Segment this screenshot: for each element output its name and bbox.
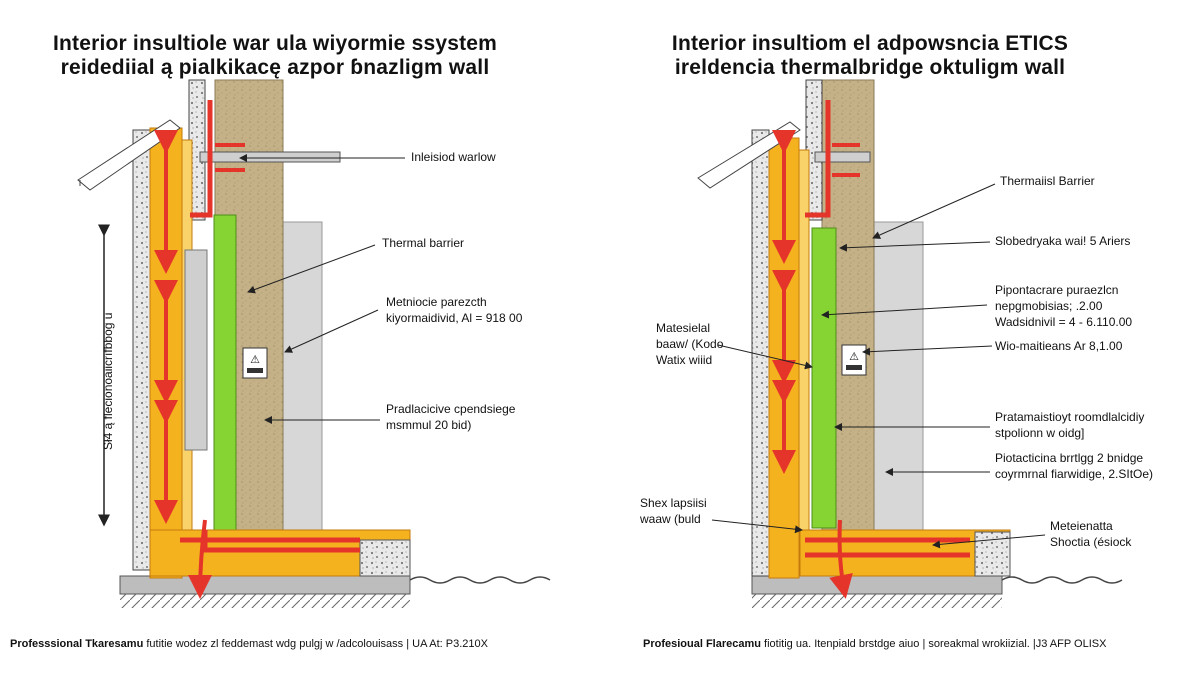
- right-outer-wall: [751, 129, 770, 577]
- left-ground-hatch: [120, 594, 410, 608]
- left-title-line-1: Interior insultiole war ula wiyormie ssy…: [52, 32, 498, 55]
- left-footer-text: futitie wodez zl feddemast wdg pulgj w /…: [143, 638, 488, 650]
- right-symbol-sign: ⚠: [841, 344, 867, 376]
- left-diagram-title: Interior insultiole war ula wiyormie ssy…: [40, 32, 510, 80]
- right-callout-shear-a: Shex lapsiisi: [640, 496, 707, 510]
- right-title-line-2: ireldencia thermalbridge oktuligm wall: [674, 56, 1066, 79]
- right-callout-material-c: Wadsidnivil = 4 - 6.110.00: [995, 315, 1132, 329]
- left-callout-thermal-barrier: Thermal barrier: [382, 236, 464, 250]
- right-ground-hatch: [752, 594, 1002, 608]
- left-symbol-sign: ⚠: [242, 347, 268, 379]
- right-callout-left-a: Matesielal: [656, 321, 710, 335]
- right-wall-section: ⚠ Thermaiisl Barrier Slobedryaka wai! 5 …: [639, 79, 1153, 608]
- left-callout-material-b: kiyormaidivid, Al = 918 00: [386, 311, 523, 325]
- left-heat-flow-arrows: [154, 130, 245, 599]
- left-ground-line: [409, 576, 551, 584]
- left-footer-bold: Professsional Tkaresamu: [10, 638, 144, 650]
- right-callout-protection-b: stpolionn w oidg]: [995, 426, 1084, 440]
- right-callout-lambda: Wio-maitieans Ar 8,1.00: [995, 339, 1123, 353]
- right-callout-thermal-barrier: Thermaiisl Barrier: [1000, 174, 1095, 188]
- right-heat-flow-arrows: [772, 130, 860, 599]
- right-callout-left-b: baaw/ (Kodo: [656, 337, 724, 351]
- right-thermal-bridge-line: [805, 100, 970, 558]
- right-callout-wall: Slobedryaka wai! 5 Ariers: [995, 234, 1130, 248]
- left-foundation-slab: [119, 575, 411, 595]
- left-callout-bridge-a: Pradlacicive cpendsiege: [386, 402, 516, 416]
- right-callout-material-a: Pipontacrare puraezlcn: [995, 283, 1118, 297]
- right-vapour-layer: [811, 227, 837, 529]
- right-diagram-title: Interior insultiom el adpowsncia ETICS i…: [640, 32, 1100, 80]
- right-callout-protection-a: Pratamaistioyt roomdlalcidiy: [995, 410, 1144, 424]
- right-interior-board: [872, 221, 924, 541]
- right-callout-floor-a: Meteienatta: [1050, 519, 1113, 533]
- left-floor-edge: [359, 539, 411, 577]
- right-foundation-slab: [751, 575, 1003, 595]
- left-outer-wall: [132, 129, 151, 571]
- right-footer-text: fiotitig ua. Itenpiald brstdge aiuo | so…: [761, 638, 1107, 650]
- right-callout-bridge-a: Piotacticina brrtlgg 2 bnidge: [995, 451, 1143, 465]
- right-window-sill: [814, 151, 871, 163]
- left-callout-window: Inleisiod warlow: [411, 150, 496, 164]
- right-callout-floor-b: Shoctia (ésiock: [1050, 535, 1132, 549]
- right-callout-shear-b: waaw (buld: [639, 512, 701, 526]
- left-vapour-layer: [213, 214, 237, 531]
- right-callout-material-b: nepgmobisias; .2.00: [995, 299, 1103, 313]
- right-callout-left-c: Watix wiiid: [656, 353, 712, 367]
- svg-text:⚠: ⚠: [849, 351, 859, 363]
- left-vertical-label: Sł4 ą flecionoaiicrıfbbog u: [101, 313, 115, 450]
- svg-text:⚠: ⚠: [250, 354, 260, 366]
- right-footer-caption: Profesioual Flarecamu fiotitig ua. Itenp…: [643, 638, 1106, 650]
- left-window-sill: [199, 151, 341, 163]
- right-title-line-1: Interior insultiom el adpowsncia ETICS: [671, 32, 1069, 55]
- left-leader-lines: [239, 154, 405, 424]
- left-callout-material-a: Metniocie parezcth: [386, 295, 487, 309]
- left-callout-bridge-b: msmmul 20 bid): [386, 418, 471, 432]
- left-footer-caption: Professsional Tkaresamu futitie wodez zl…: [10, 638, 488, 650]
- left-interior-board: [281, 221, 323, 533]
- left-wall-section: ⚠ Inleisiod warlow Thermal barrier Metni…: [77, 79, 551, 608]
- right-leader-lines: [711, 183, 1046, 549]
- right-footer-bold: Profesioual Flarecamu: [643, 638, 761, 650]
- left-bracket-plate: [184, 249, 208, 451]
- left-title-line-2: reidediial ą pialkikacę azpor ɓnazligm w…: [60, 56, 490, 79]
- right-ground-line: [1001, 576, 1123, 584]
- right-callout-bridge-b: coyrmrnal fiarwidige, 2.SItOe): [995, 467, 1153, 481]
